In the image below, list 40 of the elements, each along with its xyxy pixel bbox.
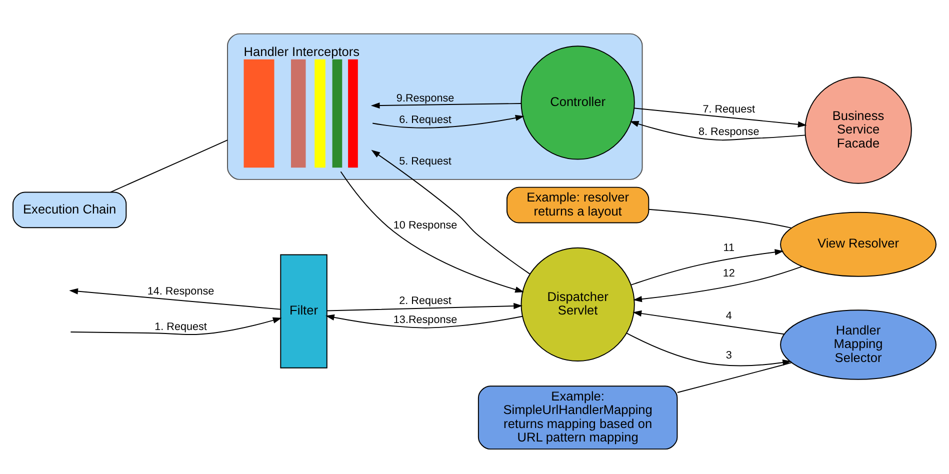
arrow: [371, 149, 530, 274]
edge-label: 10 Response: [393, 218, 458, 231]
connector: [676, 362, 792, 392]
arrow: [370, 102, 522, 108]
arrow: [70, 316, 282, 335]
arrow: [372, 114, 524, 128]
node-circle: Dispatcher Servlet: [520, 246, 635, 361]
edge-label: 1. Request: [154, 320, 207, 332]
node-box: Execution Chain: [12, 191, 127, 228]
arrow: [633, 266, 802, 302]
node-circle: Business Service Facade: [804, 76, 912, 184]
edge-label: 7. Request: [702, 102, 756, 115]
arrow: [326, 314, 523, 328]
edge-label: 2. Request: [399, 294, 452, 307]
connector: [648, 208, 792, 228]
arrow: [634, 107, 807, 127]
edge-label: 12: [722, 267, 735, 280]
arrow: [632, 310, 785, 334]
arrow: [630, 248, 784, 285]
arrow: [630, 120, 806, 140]
edge-label: 6. Request: [399, 114, 452, 126]
edge-label: 3: [726, 348, 732, 361]
arrow: [326, 302, 522, 311]
edge-label: 11: [723, 242, 734, 254]
edge-label: 5. Request: [399, 154, 452, 167]
node-label: Handler Interceptors: [244, 43, 360, 58]
connector: [110, 139, 228, 192]
arrow: [626, 332, 792, 366]
edge-label: 14. Response: [147, 284, 214, 297]
arrow: [69, 288, 281, 310]
node-circle: Controller: [520, 45, 635, 160]
node-ellipse: View Resolver: [780, 211, 936, 276]
edge-label: 8. Response: [698, 125, 760, 138]
node-box: Filter: [280, 254, 328, 368]
edge-label: 9.Response: [396, 92, 454, 104]
node-box: Example: SimpleUrlHandlerMapping returns mapping based on URL pattern mapping: [478, 385, 678, 450]
cluster: [227, 32, 643, 180]
edge-label: 13.Response: [393, 313, 458, 326]
node-box: Example: resolver returns a layout: [506, 186, 650, 223]
edge-label: 4: [726, 309, 732, 322]
